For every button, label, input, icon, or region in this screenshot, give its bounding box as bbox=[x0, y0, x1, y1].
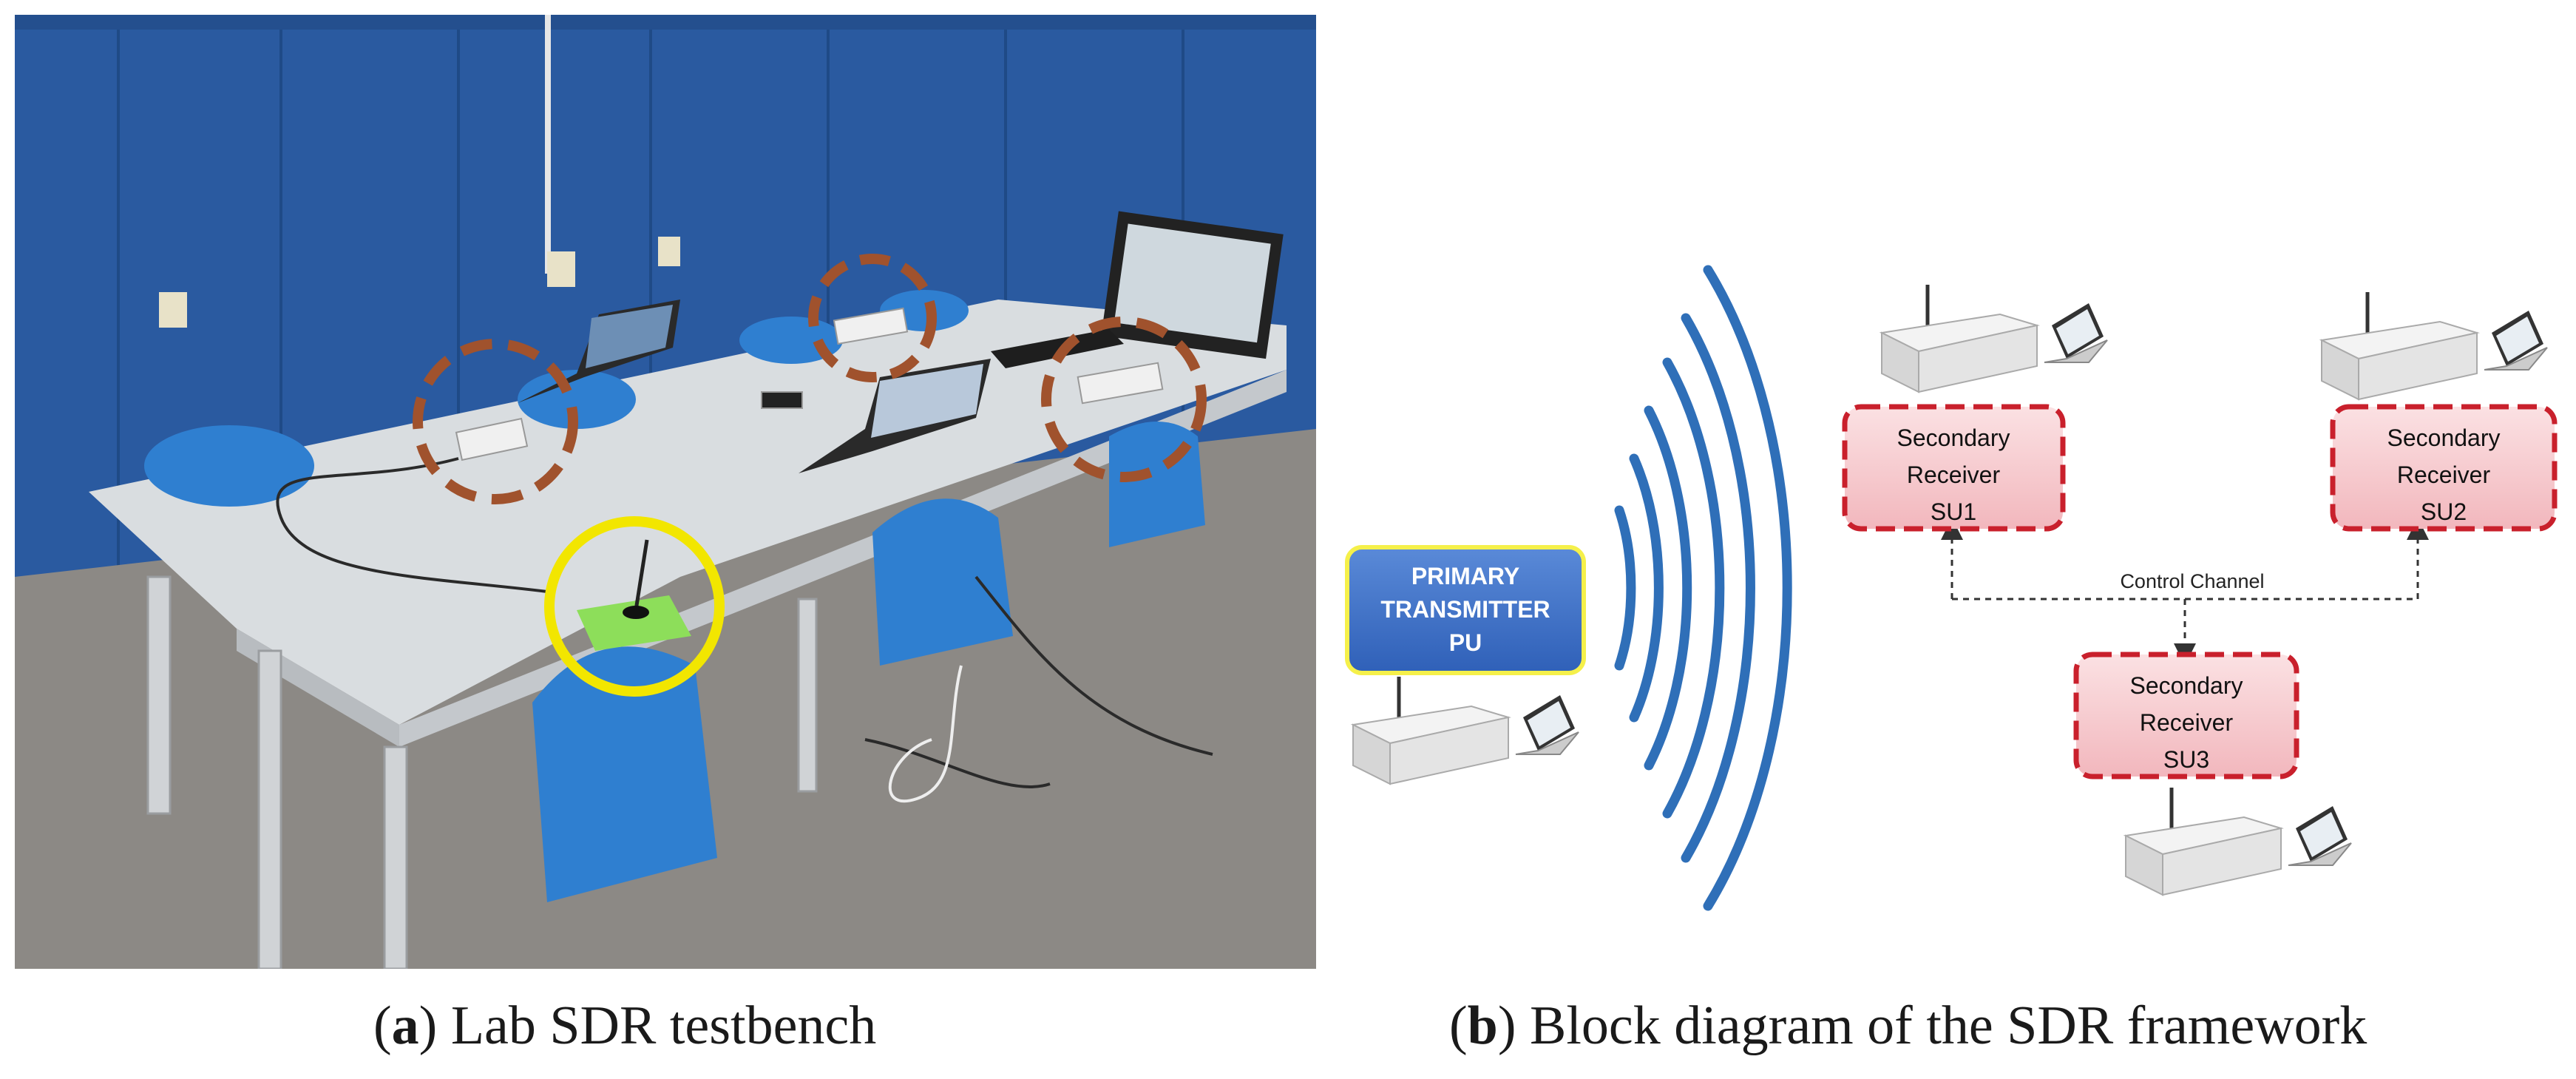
sdr-laptop-icon-su1 bbox=[1879, 285, 2108, 393]
primary-label-line2: TRANSMITTER bbox=[1380, 596, 1550, 623]
secondary-receiver-su3: Secondary Receiver SU3 bbox=[2073, 652, 2299, 779]
diagram-canvas: Control Channel PRIMARY TRANSMITTER PU S… bbox=[1345, 265, 2558, 911]
sdr-laptop-icon-su3 bbox=[2123, 788, 2352, 896]
radio-waves bbox=[1614, 265, 1792, 911]
cables bbox=[276, 457, 1213, 788]
secondary-receiver-su2: Secondary Receiver SU2 bbox=[2330, 404, 2558, 532]
table-legs bbox=[146, 575, 818, 970]
marker-circle-yellow bbox=[544, 516, 725, 697]
su2-label-line1: Secondary bbox=[2387, 425, 2501, 451]
table-top bbox=[89, 300, 1287, 725]
marker-circle-brown bbox=[1041, 317, 1207, 482]
caption-b: (b) Block diagram of the SDR framework bbox=[1449, 995, 2367, 1056]
marker-circle-brown bbox=[808, 254, 937, 382]
chairs bbox=[144, 290, 1205, 902]
node-markers bbox=[413, 254, 1207, 697]
caption-a-text: Lab SDR testbench bbox=[450, 995, 877, 1056]
secondary-receiver-su1: Secondary Receiver SU1 bbox=[1842, 404, 2066, 532]
marker-circle-brown bbox=[413, 339, 578, 504]
su2-label-line2: Receiver bbox=[2397, 461, 2491, 488]
green-antenna-board bbox=[577, 595, 691, 651]
su3-label-line3: SU3 bbox=[2163, 746, 2209, 773]
lab-photo-illustration bbox=[15, 15, 1316, 970]
su1-label-line2: Receiver bbox=[1907, 461, 2001, 488]
wall-socket bbox=[658, 237, 680, 266]
su1-label-line1: Secondary bbox=[1897, 425, 2010, 451]
device-icons bbox=[1350, 285, 2548, 896]
caption-b-text: Block diagram of the SDR framework bbox=[1529, 995, 2367, 1056]
su1-label-line3: SU1 bbox=[1931, 498, 1976, 525]
su2-label-line3: SU2 bbox=[2421, 498, 2467, 525]
wall-conduit bbox=[545, 15, 551, 274]
sdr-units bbox=[455, 307, 1164, 461]
wall-socket bbox=[159, 292, 187, 328]
lab-photo bbox=[15, 15, 1316, 970]
control-channel-label: Control Channel bbox=[2120, 570, 2264, 592]
caption-a: (a) Lab SDR testbench bbox=[373, 995, 877, 1056]
sdr-block-diagram: Control Channel PRIMARY TRANSMITTER PU S… bbox=[1323, 15, 2573, 969]
wall-socket bbox=[547, 251, 575, 287]
primary-transmitter-node: PRIMARY TRANSMITTER PU bbox=[1345, 545, 1586, 675]
primary-label-line3: PU bbox=[1449, 629, 1482, 656]
sdr-laptop-icon-pu bbox=[1350, 677, 1579, 785]
sdr-laptop-icon-su2 bbox=[2319, 292, 2548, 401]
caption-b-letter: b bbox=[1467, 995, 1498, 1056]
control-channel-links bbox=[1941, 518, 2429, 666]
su3-label-line2: Receiver bbox=[2140, 709, 2234, 736]
primary-label-line1: PRIMARY bbox=[1411, 563, 1519, 589]
su3-label-line1: Secondary bbox=[2130, 672, 2243, 699]
caption-a-letter: a bbox=[391, 995, 419, 1056]
